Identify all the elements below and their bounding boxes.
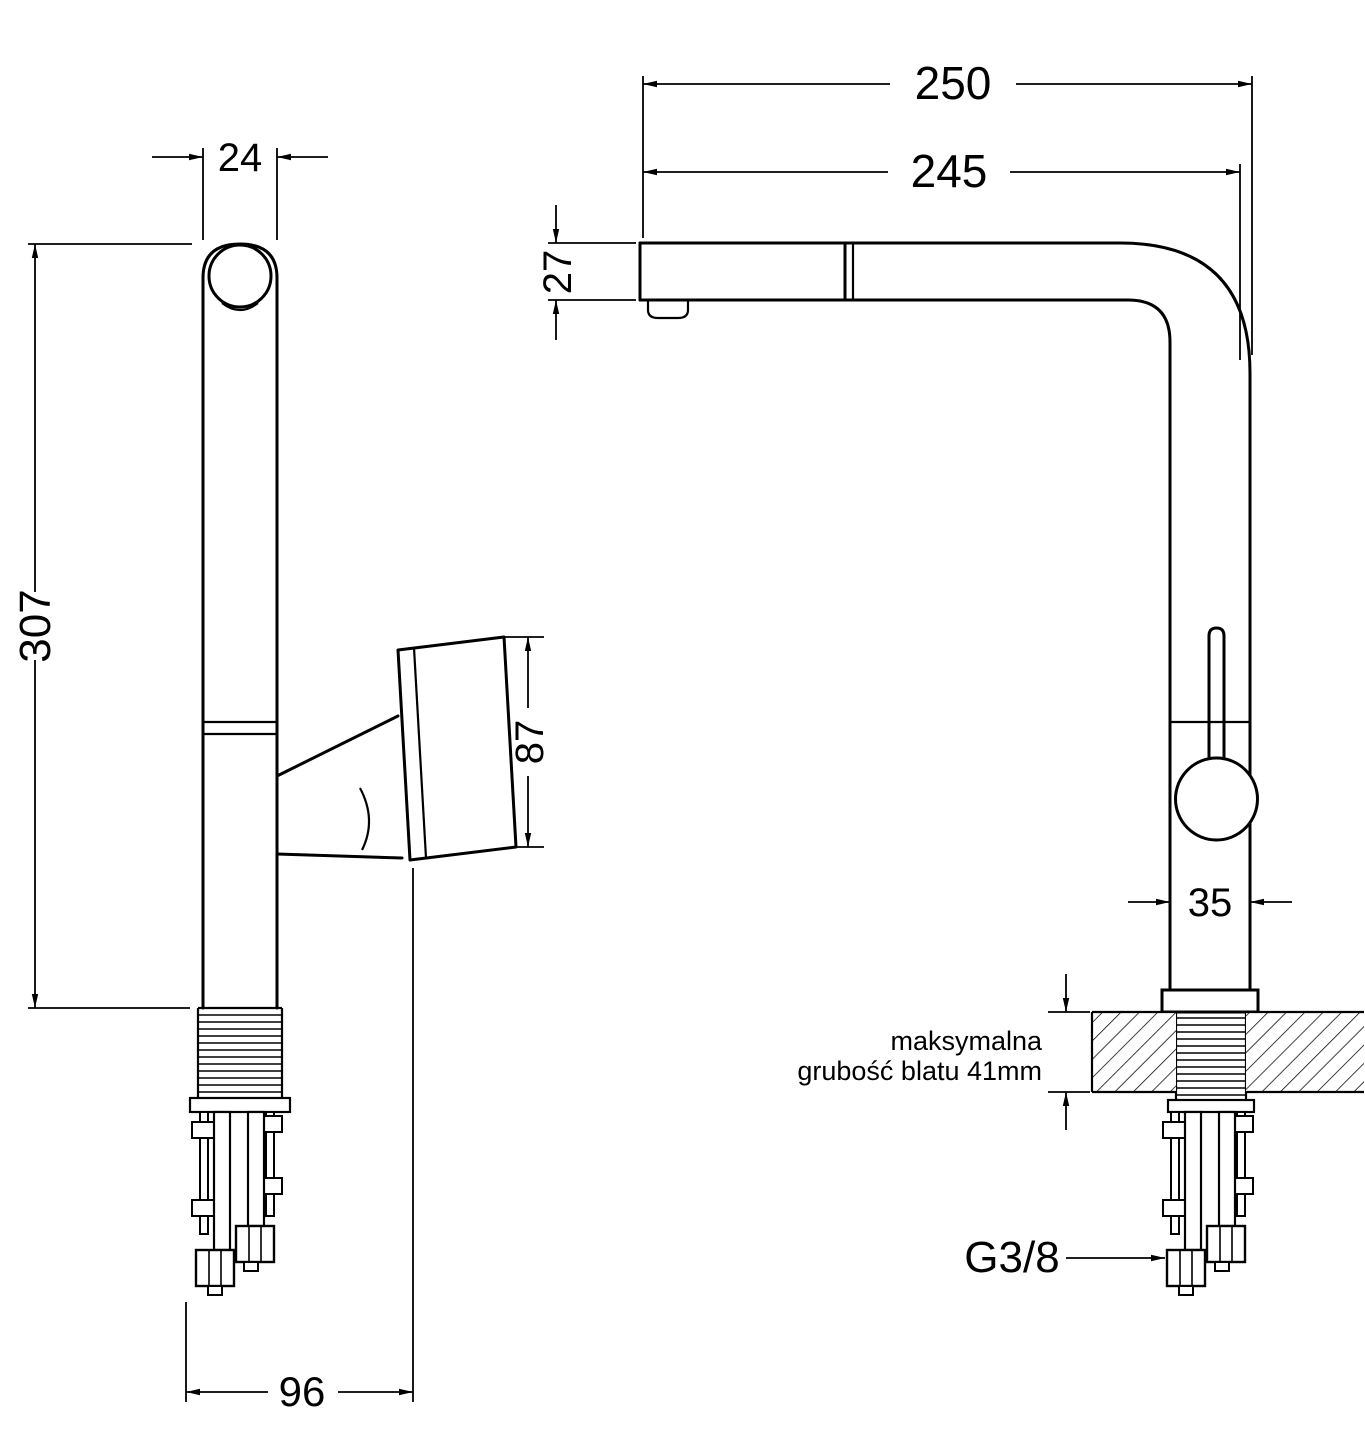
dim-label-307: 307	[11, 589, 60, 662]
side-spout-lip	[221, 302, 259, 312]
countertop-section	[1090, 1010, 1364, 1094]
side-mounting-washer	[188, 1096, 292, 1114]
dimension-counter-thickness: maksymalna grubość blatu 41mm	[797, 974, 1090, 1130]
dimension-spout-pipe-width: 24	[152, 136, 328, 240]
countertop-hatch-left	[1092, 1012, 1176, 1092]
dimension-spout-end-height: 27	[536, 205, 636, 340]
front-body-inner	[638, 298, 1172, 992]
side-body-joint	[203, 720, 277, 736]
thread-callout: G3/8	[964, 1233, 1165, 1282]
side-thread-lines	[199, 1014, 281, 1093]
dim-label-35: 35	[1188, 881, 1233, 925]
dimension-body-width: 35	[1128, 881, 1292, 925]
front-handle-knob	[1174, 756, 1259, 842]
thread-label-g38: G3/8	[964, 1233, 1059, 1282]
front-aerator	[646, 300, 690, 320]
counter-note-line1: maksymalna	[890, 1026, 1043, 1056]
side-thread-sides	[196, 1008, 284, 1098]
countertop-outline	[1090, 1010, 1364, 1094]
side-spout-pipe	[201, 242, 279, 1010]
dimension-handle-length: 87	[504, 636, 552, 848]
side-handle-ball	[359, 787, 371, 851]
front-mounting-hardware	[1162, 1110, 1254, 1296]
front-view: 250 245 27 35 maksymalna grub	[536, 57, 1364, 1296]
front-mounting-washer	[1166, 1098, 1256, 1114]
countertop-hatch-right	[1246, 1012, 1364, 1092]
dimension-total-height: 307	[11, 243, 192, 1009]
front-body-outer	[638, 241, 1252, 992]
dimension-overall-reach: 250	[642, 57, 1253, 355]
dim-label-250: 250	[915, 57, 992, 109]
side-handle-plate-edge	[412, 647, 428, 859]
dim-label-245: 245	[911, 145, 988, 197]
dim-label-27: 27	[536, 250, 580, 295]
side-handle-cone	[275, 714, 404, 860]
side-mounting-hardware	[191, 1110, 283, 1296]
side-spout-outlet-circle	[207, 243, 273, 309]
front-handle-lever	[1207, 626, 1226, 762]
front-thread-lines	[1177, 1017, 1245, 1096]
front-base-flange	[1160, 988, 1260, 1014]
side-view: 24 307 87 96	[11, 136, 552, 1415]
dimension-base-depth: 96	[185, 868, 414, 1415]
dim-label-87: 87	[508, 720, 552, 765]
dim-label-96: 96	[279, 1368, 326, 1415]
dim-label-24: 24	[218, 136, 263, 180]
dimension-spout-reach: 245	[643, 145, 1241, 360]
counter-note-line2: grubość blatu 41mm	[797, 1056, 1042, 1086]
